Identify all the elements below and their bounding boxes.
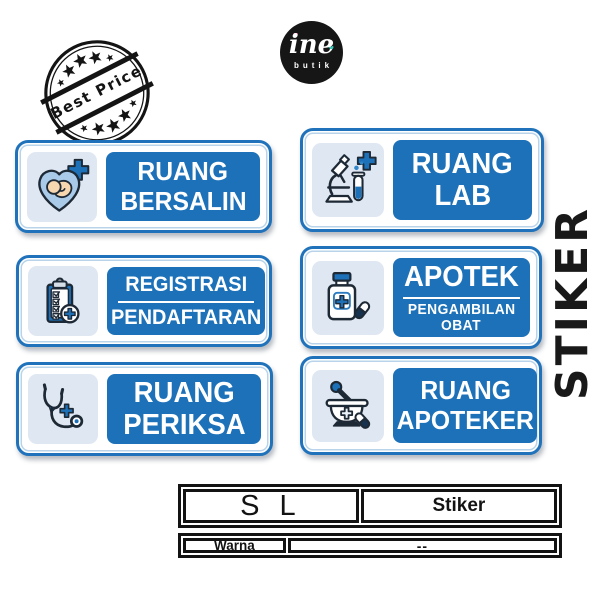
sign-line: RUANG <box>137 156 229 187</box>
sign-text-panel: RUANG BERSALIN <box>106 152 260 221</box>
logo-name: ine <box>288 30 335 60</box>
heart-icon-teal: ♥ <box>328 43 334 53</box>
size-value: S L <box>183 489 359 523</box>
spec-table-row-size: S L Stiker <box>178 484 562 528</box>
heart-icon-pink: ♥ <box>293 30 299 40</box>
sign-registrasi-pendaftaran: REGISTRASI PENDAFTARAN <box>16 255 272 347</box>
sign-ruang-lab: RUANG LAB <box>300 128 544 232</box>
sign-ruang-apoteker: RUANG APOTEKER <box>300 356 542 455</box>
sign-line: RUANG <box>133 376 235 409</box>
sign-line: APOTEK <box>404 260 519 293</box>
star-icons <box>56 51 137 136</box>
sign-line: APOTEKER <box>396 404 534 435</box>
medicine-bottle-icon <box>312 260 384 335</box>
sign-text-panel: RUANG APOTEKER <box>393 368 538 443</box>
sign-line: PENGAMBILAN <box>407 302 516 318</box>
sign-line: OBAT <box>441 318 482 335</box>
sign-text-panel: APOTEK PENGAMBILAN OBAT <box>393 258 530 337</box>
color-value: -- <box>287 538 557 554</box>
stamp-circle-stars-icon <box>40 40 154 146</box>
sign-line: BERSALIN <box>119 185 247 216</box>
logo-subtitle: butik <box>293 61 334 70</box>
baby-heart-icon <box>27 151 97 222</box>
sign-line: REGISTRASI <box>125 272 248 296</box>
spec-table-row-color: Warna -- <box>178 533 562 558</box>
sign-apotek-pengambilan-obat: APOTEK PENGAMBILAN OBAT <box>300 246 542 349</box>
text-divider <box>118 300 255 303</box>
mortar-pestle-icon <box>312 369 384 442</box>
sign-line: PERIKSA <box>122 409 246 441</box>
sign-line: PENDAFTARAN <box>110 305 262 329</box>
sign-line: RUANG <box>411 147 514 180</box>
best-price-stamp: Best Price <box>18 14 177 173</box>
ine-butik-logo: ♥ ♥ ine butik <box>280 21 343 84</box>
sign-ruang-bersalin: RUANG BERSALIN <box>15 140 272 233</box>
text-divider <box>402 297 521 299</box>
sign-line: LAB <box>434 180 491 212</box>
stiker-vertical-label: STIKER <box>547 205 598 401</box>
type-value: Stiker <box>360 489 557 523</box>
sign-text-panel: RUANG LAB <box>393 140 532 220</box>
sign-text-panel: RUANG PERIKSA <box>107 374 261 444</box>
sign-text-panel: REGISTRASI PENDAFTARAN <box>107 267 266 335</box>
color-label: Warna <box>183 538 286 553</box>
clipboard-icon <box>28 266 98 336</box>
stethoscope-icon <box>28 374 98 444</box>
microscope-icon <box>312 143 384 217</box>
sign-ruang-periksa: RUANG PERIKSA <box>16 362 273 456</box>
sign-line: RUANG <box>419 375 511 406</box>
